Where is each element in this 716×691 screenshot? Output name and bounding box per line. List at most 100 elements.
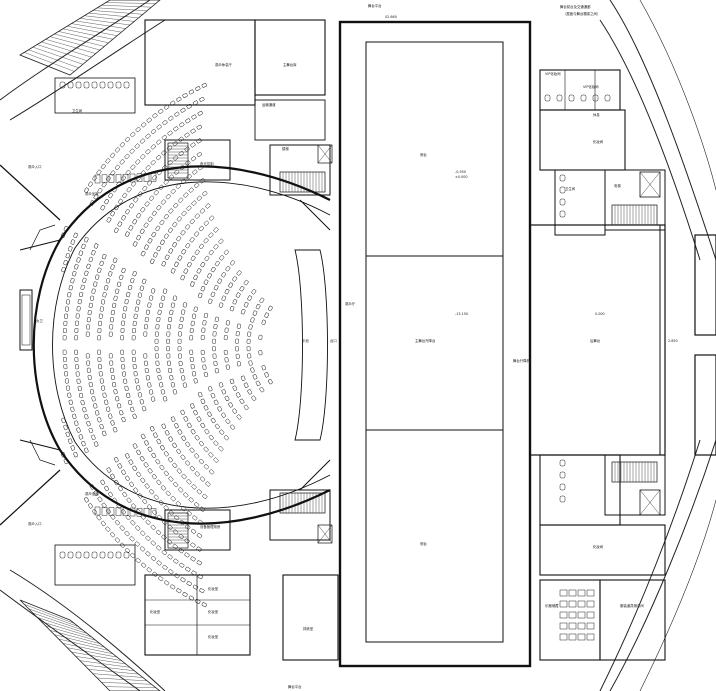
seat bbox=[196, 489, 202, 495]
seat bbox=[213, 457, 219, 463]
seat bbox=[154, 338, 159, 344]
wc-fixture bbox=[115, 551, 122, 559]
seat bbox=[91, 434, 96, 440]
seat bbox=[156, 139, 162, 145]
seat bbox=[178, 197, 184, 203]
seat bbox=[95, 274, 100, 280]
seat bbox=[83, 237, 89, 243]
seat bbox=[136, 471, 142, 478]
seat bbox=[196, 151, 203, 157]
seat bbox=[191, 570, 197, 576]
seat bbox=[163, 451, 169, 457]
seat bbox=[139, 228, 145, 234]
seat bbox=[124, 475, 130, 481]
internal-stairs bbox=[167, 142, 658, 549]
label-stair: 楼梯 bbox=[282, 146, 289, 151]
seat bbox=[167, 524, 173, 530]
seat bbox=[140, 170, 146, 176]
stair-tread bbox=[37, 44, 88, 61]
wc-fixture bbox=[556, 94, 563, 102]
seat bbox=[235, 346, 239, 352]
seat bbox=[224, 357, 229, 363]
seat bbox=[212, 331, 217, 337]
seat bbox=[189, 237, 195, 243]
seat bbox=[114, 537, 120, 543]
label-proscenium: 台口 bbox=[330, 338, 337, 343]
seat bbox=[64, 306, 69, 312]
seat bbox=[182, 382, 188, 388]
seat bbox=[105, 158, 111, 164]
seat bbox=[172, 389, 178, 395]
stair-tread bbox=[62, 643, 113, 655]
seat bbox=[207, 386, 213, 392]
wc-fixture bbox=[123, 551, 130, 559]
seat bbox=[161, 549, 167, 555]
seat bbox=[264, 372, 270, 378]
label-top-elevation: 02.660 bbox=[385, 15, 397, 19]
seat bbox=[203, 446, 209, 452]
box-seat bbox=[136, 173, 143, 183]
seat bbox=[182, 592, 188, 597]
seat bbox=[183, 492, 189, 498]
seat bbox=[99, 378, 104, 384]
seat bbox=[152, 113, 158, 119]
seat bbox=[190, 128, 196, 134]
desk bbox=[577, 622, 586, 630]
seat bbox=[147, 468, 153, 474]
seat bbox=[113, 227, 119, 233]
seat bbox=[172, 221, 178, 228]
seat bbox=[93, 243, 99, 249]
seat bbox=[204, 428, 210, 435]
seat bbox=[168, 436, 174, 442]
right-service-rooms bbox=[539, 69, 716, 661]
seat bbox=[150, 555, 157, 562]
seat bbox=[191, 114, 197, 120]
desk bbox=[586, 622, 595, 630]
seat bbox=[82, 407, 87, 413]
seat bbox=[91, 396, 96, 402]
seat bbox=[121, 267, 126, 274]
seat bbox=[110, 532, 116, 538]
seat bbox=[240, 375, 246, 381]
seat bbox=[196, 416, 202, 422]
label-seat-area-1: 观众坐席 bbox=[85, 191, 99, 196]
seat bbox=[185, 441, 191, 447]
seat bbox=[140, 250, 146, 257]
label-dress-l4: 化妆室 bbox=[208, 634, 219, 639]
seat bbox=[124, 231, 130, 237]
seat bbox=[121, 416, 126, 423]
seat bbox=[101, 430, 107, 437]
desk bbox=[586, 611, 595, 619]
seat bbox=[70, 278, 75, 284]
seat bbox=[62, 328, 67, 334]
seat bbox=[177, 331, 182, 337]
seat bbox=[179, 368, 184, 374]
seat bbox=[144, 201, 150, 207]
seat bbox=[255, 380, 261, 387]
seat bbox=[219, 255, 225, 261]
seat bbox=[91, 288, 96, 294]
seat bbox=[210, 393, 216, 399]
seat bbox=[161, 261, 167, 267]
seat bbox=[119, 159, 125, 165]
seat bbox=[145, 375, 150, 381]
seat bbox=[137, 493, 143, 499]
desk bbox=[559, 611, 568, 619]
seat bbox=[183, 268, 189, 274]
wc-fixture bbox=[559, 174, 566, 182]
seat bbox=[181, 435, 187, 441]
seat bbox=[190, 403, 195, 409]
seat bbox=[218, 446, 224, 452]
seat bbox=[132, 328, 136, 334]
seat bbox=[175, 183, 181, 189]
seat bbox=[197, 519, 204, 525]
seat bbox=[84, 187, 89, 193]
seat bbox=[166, 338, 170, 344]
label-top-right-2: （屋面与舞台棚架之间） bbox=[563, 11, 600, 16]
box-seat bbox=[150, 173, 157, 182]
seat bbox=[67, 292, 72, 298]
seat bbox=[170, 188, 176, 194]
seat bbox=[201, 357, 206, 363]
seat bbox=[185, 566, 191, 572]
seat bbox=[200, 261, 206, 268]
